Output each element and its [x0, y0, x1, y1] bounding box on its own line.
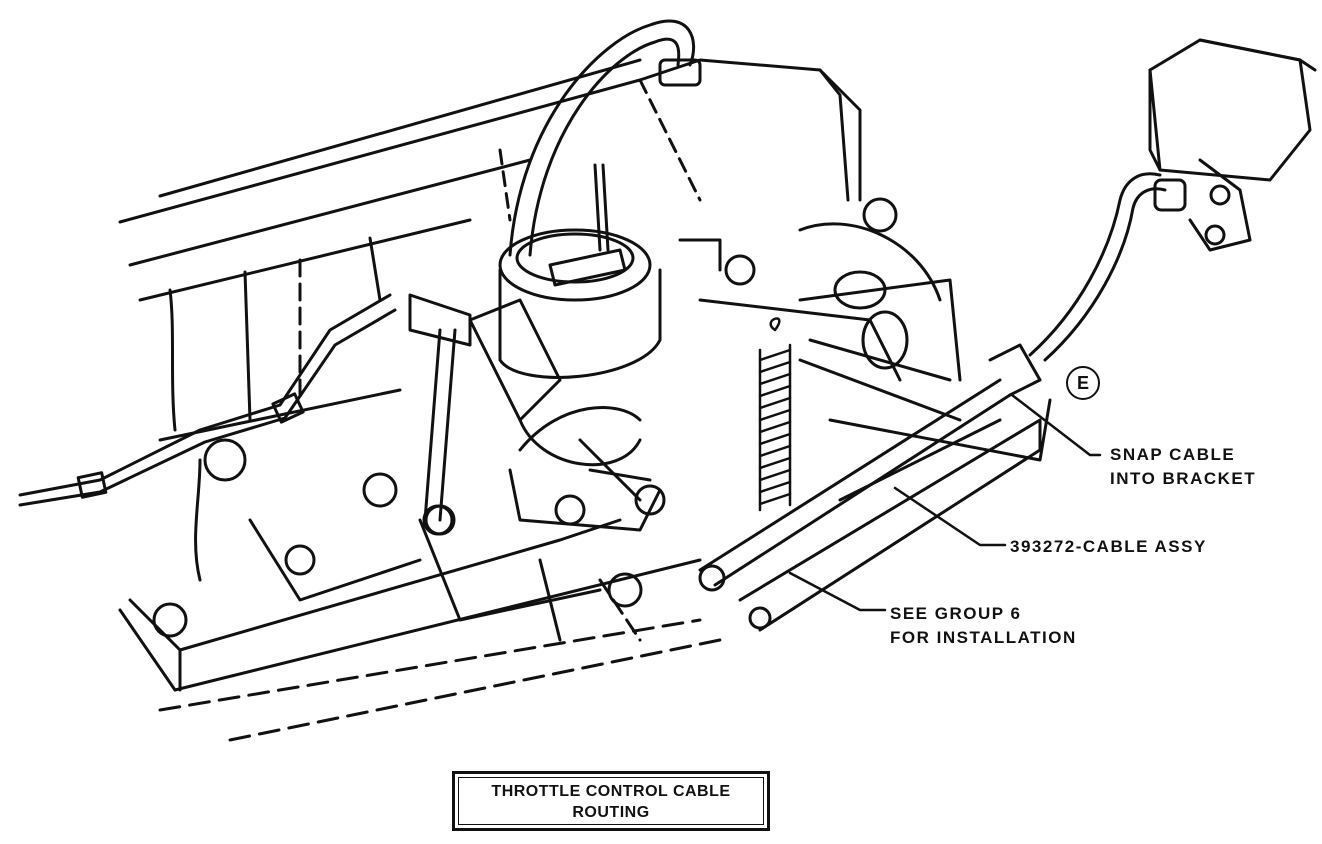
caption-line1: THROTTLE CONTROL CABLE: [491, 783, 731, 800]
snap-cable-label-line2: INTO BRACKET: [1110, 469, 1257, 488]
fuel-line: [18, 293, 397, 507]
valve-cover: [118, 58, 862, 302]
breather-hose: [508, 19, 702, 257]
cable-assembly: [698, 343, 1042, 632]
snap-cable-label-line1: SNAP CABLE: [1110, 445, 1236, 464]
see-group-label-line2: FOR INSTALLATION: [890, 628, 1077, 647]
carburetor: [468, 163, 666, 532]
leader-lines: [788, 393, 1102, 612]
manifold-right: [678, 197, 1052, 462]
callout-e-circle: E: [1066, 366, 1100, 400]
caption-line2: ROUTING: [572, 804, 650, 821]
figure-caption: THROTTLE CONTROL CABLE ROUTING: [452, 771, 770, 831]
throttle-linkage: [408, 293, 472, 536]
return-spring: [758, 317, 792, 512]
see-group-label-line1: SEE GROUP 6: [890, 604, 1022, 623]
manifold: [118, 236, 722, 742]
throttle-cable: [1028, 172, 1187, 362]
cable-assy-label: 393272-CABLE ASSY: [1010, 537, 1207, 556]
pedal-bracket: [1148, 38, 1317, 252]
